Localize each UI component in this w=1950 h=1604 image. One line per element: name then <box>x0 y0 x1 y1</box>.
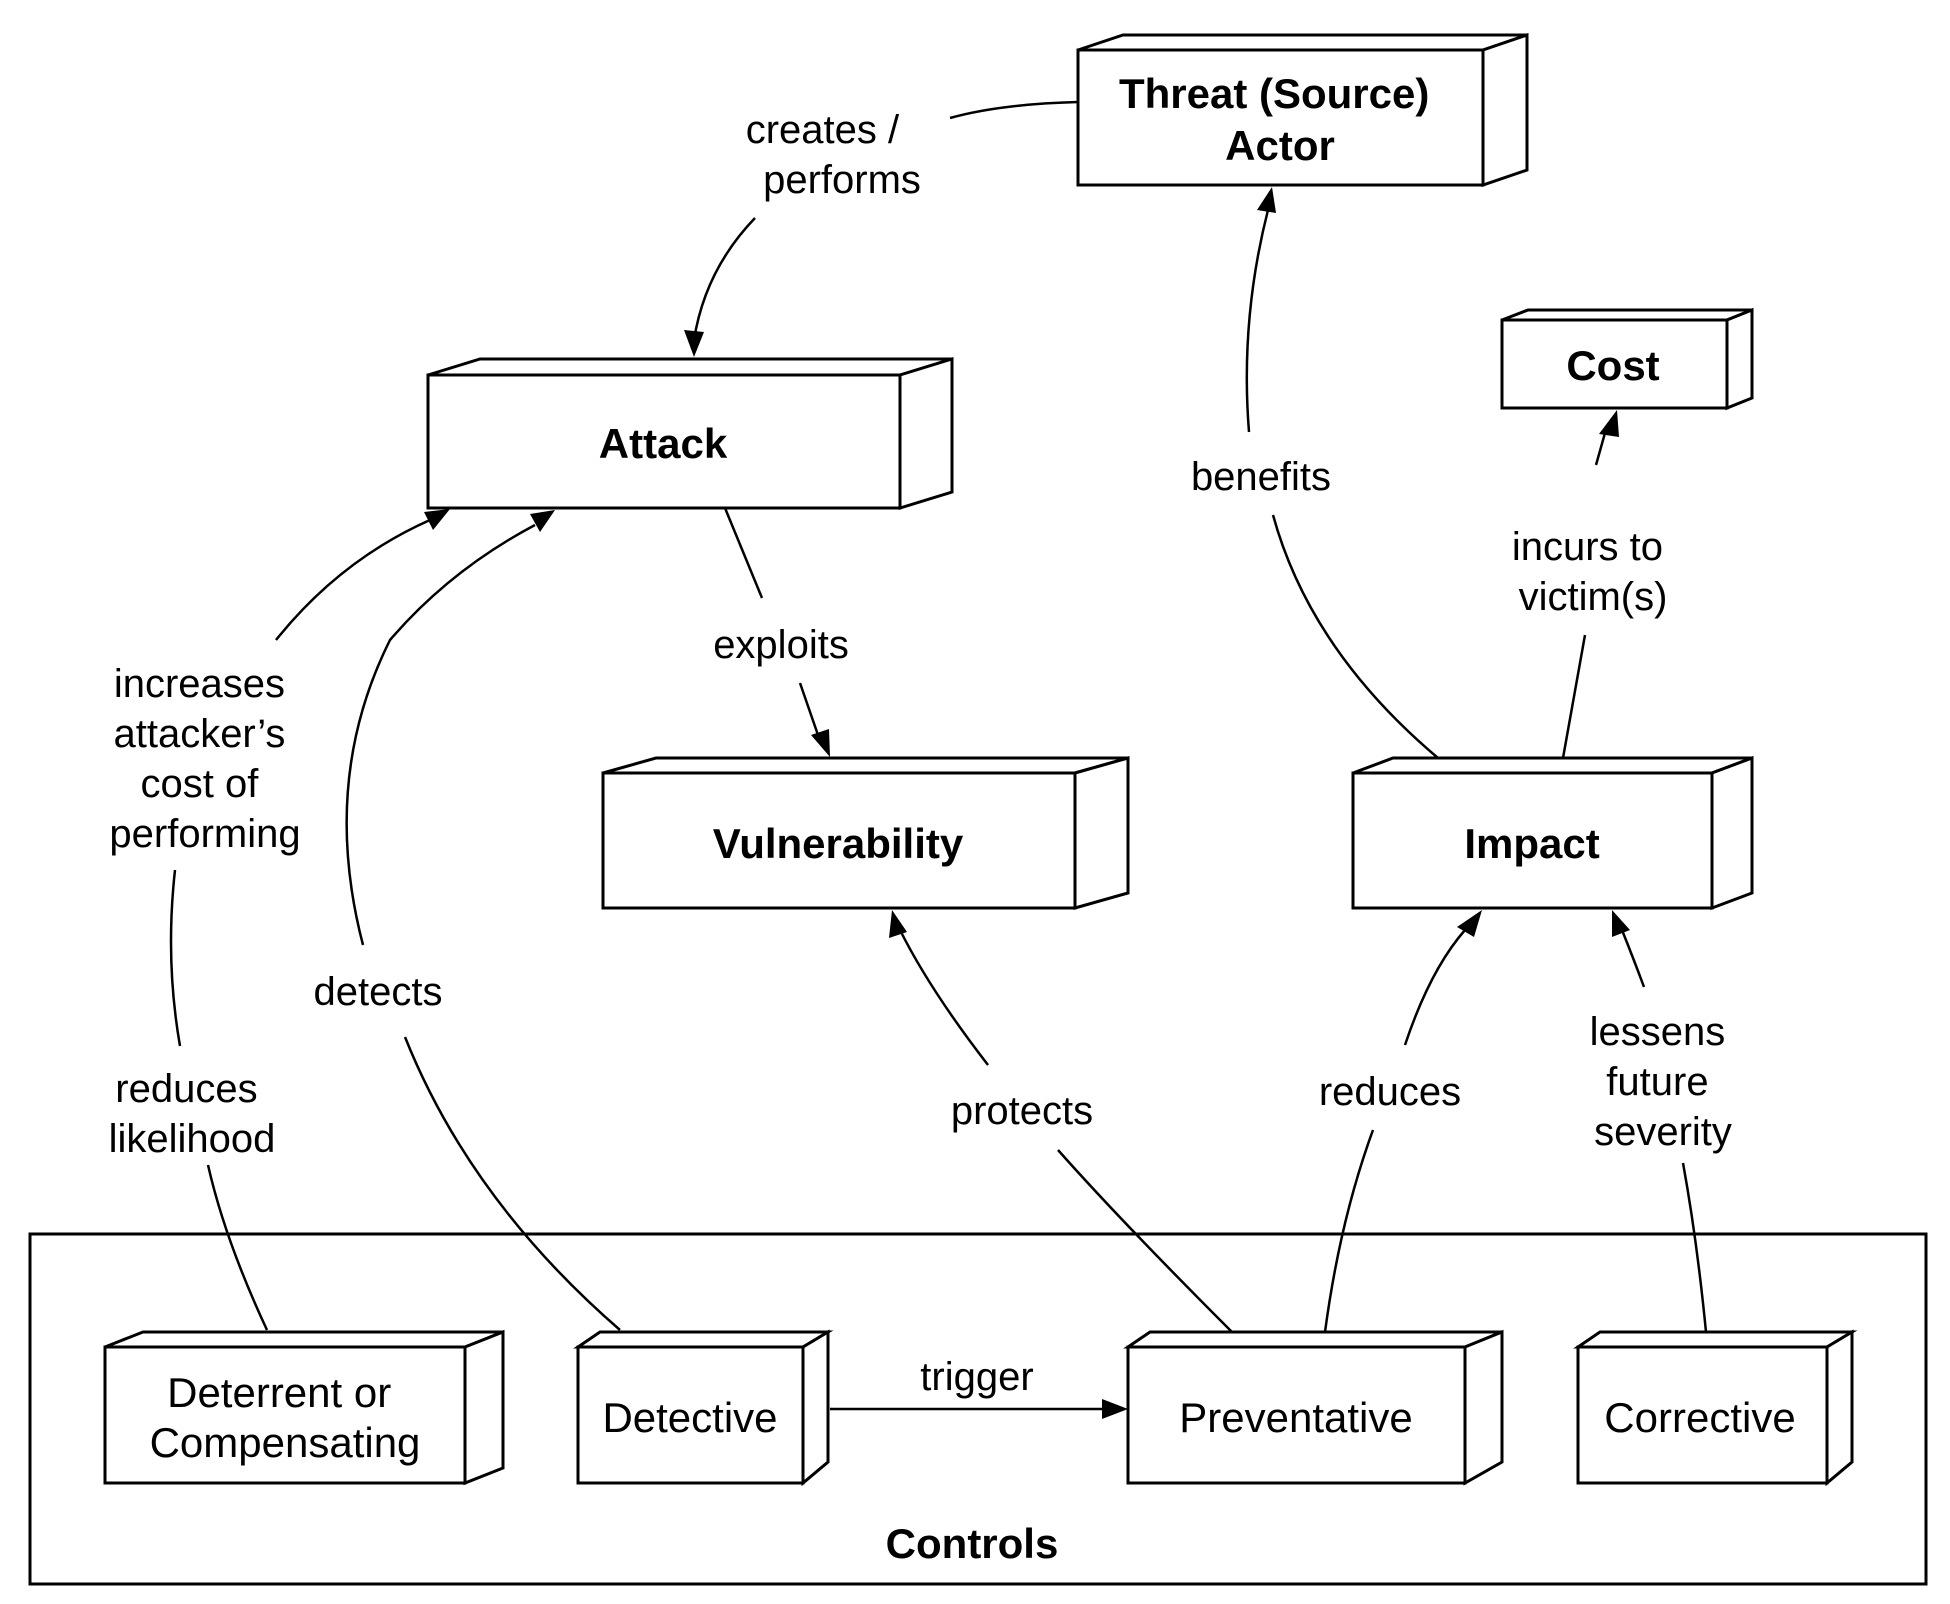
node-corrective-label: Corrective <box>1604 1394 1795 1441</box>
node-cost[interactable]: Cost <box>1500 307 1754 411</box>
arrowhead-deterrent <box>424 509 450 530</box>
node-preventative-label: Preventative <box>1179 1394 1412 1441</box>
edge-lessens-line-top <box>1620 929 1646 988</box>
node-preventative[interactable]: Preventative <box>1123 1329 1504 1486</box>
arrowhead-reduces <box>1457 910 1482 937</box>
arrowhead-lessens <box>1612 910 1630 937</box>
edge-protects-line-bottom <box>1057 1149 1233 1333</box>
edge-label-lessens: lessens future severity <box>1590 1010 1737 1154</box>
node-vulnerability-label: Vulnerability <box>713 820 964 867</box>
node-impact[interactable]: Impact <box>1351 755 1754 911</box>
controls-group-label: Controls <box>886 1520 1059 1567</box>
edge-label-benefits: benefits <box>1191 455 1331 499</box>
edge-labels: creates / performs exploits benefits inc… <box>109 108 1737 1399</box>
edge-label-exploits: exploits <box>713 623 849 667</box>
arrowhead-incurs <box>1599 410 1619 437</box>
edge-exploits-line-bottom <box>798 682 820 736</box>
edge-incurs-line-top <box>1594 432 1607 466</box>
node-corrective[interactable]: Corrective <box>1573 1329 1858 1487</box>
node-attack-label: Attack <box>599 420 728 467</box>
edges <box>169 100 1708 1419</box>
edge-creates-performs-line-top <box>949 100 1079 120</box>
edge-incurs-line-bottom <box>1561 634 1587 759</box>
edge-creates-performs-line-bottom <box>692 217 756 341</box>
edge-label-reduces: reduces <box>1319 1070 1461 1114</box>
node-vulnerability[interactable]: Vulnerability <box>601 756 1130 910</box>
node-deterrent-compensating[interactable]: Deterrent or Compensating <box>103 1329 505 1486</box>
arrowhead-protects <box>889 910 907 938</box>
edge-label-increases-cost: increases attacker’s cost of performing <box>109 662 300 856</box>
edge-lessens-line-bottom <box>1681 1162 1708 1333</box>
arrowhead-exploits <box>811 729 830 757</box>
edge-label-detects: detects <box>314 970 443 1014</box>
edge-deterrent-line-middle <box>169 869 182 1047</box>
edge-protects-line-top <box>898 929 989 1066</box>
edge-detects-line-bottom <box>403 1036 621 1331</box>
arrowhead-benefits <box>1257 187 1276 213</box>
edge-reduces-line-top <box>1403 929 1466 1046</box>
edge-detects-line-top <box>345 523 536 946</box>
edge-label-creates-performs: creates / performs <box>746 108 921 202</box>
edge-benefits-line-top <box>1245 209 1270 433</box>
node-deterrent-label: Deterrent or Compensating <box>150 1369 421 1466</box>
edge-reduces-line-bottom <box>1323 1129 1375 1333</box>
node-cost-label: Cost <box>1566 342 1659 389</box>
node-impact-label: Impact <box>1464 820 1599 867</box>
edge-label-reduces-likelihood: reduces likelihood <box>109 1067 276 1161</box>
node-attack[interactable]: Attack <box>426 356 954 511</box>
edge-label-incurs: incurs to victim(s) <box>1512 525 1674 619</box>
arrowhead-detects <box>530 510 555 532</box>
edge-label-trigger: trigger <box>920 1355 1033 1399</box>
edge-label-protects: protects <box>951 1089 1093 1133</box>
arrowhead-creates-performs <box>684 330 704 357</box>
node-threat-actor-label: Threat (Source) Actor <box>1119 70 1441 169</box>
controls-group-frame <box>28 1232 1928 1586</box>
node-threat-actor[interactable]: Threat (Source) Actor <box>1076 32 1529 188</box>
node-detective-label: Detective <box>602 1394 777 1441</box>
arrowhead-trigger <box>1102 1399 1128 1419</box>
edge-deterrent-line-bottom <box>206 1164 269 1331</box>
edge-deterrent-line-top <box>275 518 431 641</box>
node-detective[interactable]: Detective <box>573 1329 834 1487</box>
edge-benefits-line-bottom <box>1271 514 1439 759</box>
edge-exploits-line-top <box>723 507 764 599</box>
